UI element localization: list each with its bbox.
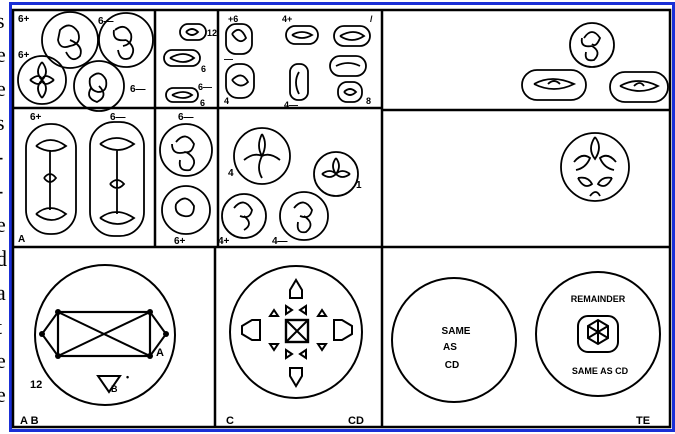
cell-6-label-mr: 1 — [356, 180, 362, 191]
cell-4-label-tl: 6+ — [30, 112, 42, 123]
panel-cd-figure — [230, 266, 362, 398]
panel-cd-label-left: C — [226, 415, 234, 427]
cell-4-label-bl: A — [18, 234, 25, 245]
panel-same-line-2: AS — [443, 342, 457, 353]
cell-1-triad-circles — [18, 12, 153, 111]
panel-same-line-1: SAME — [442, 326, 471, 337]
cell-5-circles — [160, 124, 212, 234]
cell-1-label-mr: 6— — [130, 84, 146, 95]
cell-6-circles — [222, 128, 358, 240]
cell-6-label-bl: 4+ — [218, 236, 230, 247]
cell-3-shapes — [226, 24, 370, 102]
top-right-figures — [522, 23, 668, 201]
panel-same-figure — [392, 278, 516, 402]
cell-1-label-ml: 6+ — [18, 50, 30, 61]
cell-6-label-bm: 4— — [272, 236, 288, 247]
panel-ab-dot: • — [126, 372, 129, 382]
cell-6-label-ml: 4 — [228, 168, 234, 179]
panel-ab-label-12: 12 — [30, 379, 42, 391]
panel-ab-figure — [35, 265, 175, 405]
cell-2-label-mid: 6 — [201, 64, 206, 74]
cell-5-label-tl: 6— — [178, 112, 194, 123]
cell-3-label-br: 8 — [366, 96, 371, 106]
panel-ab-label-a: A — [156, 347, 164, 359]
grid-lines — [13, 10, 670, 427]
panel-remainder-top: REMAINDER — [571, 294, 626, 304]
cell-4-label-tr: 6— — [110, 112, 126, 123]
panel-remainder-corner: TE — [636, 415, 650, 427]
cell-1-labels: 6+ 6— 6+ 6— — [18, 14, 146, 95]
cell-1-label-tr: 6— — [98, 16, 114, 27]
panel-cd-labels: C CD — [226, 415, 364, 427]
panel-cd-label-right: CD — [348, 415, 364, 427]
cell-4-tall-ovals — [26, 122, 144, 236]
panel-remainder-bottom: SAME AS CD — [572, 366, 629, 376]
panel-remainder-figure — [536, 272, 660, 396]
cell-3-label-tl: +6 — [228, 14, 238, 24]
cell-1-label-tl: 6+ — [18, 14, 30, 25]
cell-3-label-bl: 4 — [224, 96, 229, 106]
cell-5-label-bl: 6+ — [174, 236, 186, 247]
panel-same-labels: SAME AS CD — [442, 326, 471, 371]
cell-3-label-tr: 4+ — [282, 14, 292, 24]
cell-3-label-tr2: / — [370, 14, 373, 24]
panel-ab-labels: A B 12 A B • — [20, 347, 164, 427]
outer-border — [13, 10, 670, 427]
cell-2-label-top: 12 — [207, 28, 217, 38]
cell-2-label-bot: 6 — [200, 98, 205, 108]
cell-5-labels: 6— 6+ — [174, 112, 194, 247]
cell-3-label-bm: 4— — [284, 100, 298, 110]
cell-3-label-ml: — — [224, 54, 233, 64]
panel-ab-corner-label: A B — [20, 415, 39, 427]
panel-same-line-3: CD — [445, 360, 459, 371]
cell-2-label-lo: 6— — [198, 82, 212, 92]
panel-ab-label-b: B — [111, 384, 118, 394]
panel-remainder-labels: REMAINDER SAME AS CD TE — [571, 294, 650, 427]
